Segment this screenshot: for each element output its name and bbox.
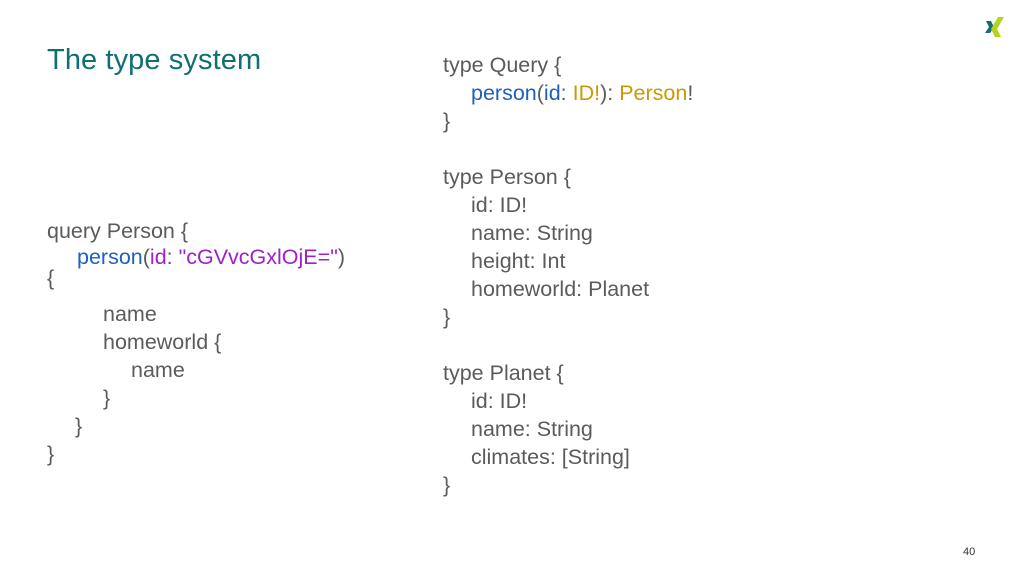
query-line: } [75, 414, 83, 438]
field-token: person [471, 81, 537, 105]
query-line: homeworld { [103, 330, 222, 354]
schema-line: } [443, 109, 451, 133]
query-line: { [47, 266, 55, 290]
field-token: person [77, 245, 143, 269]
punct-token: ) [337, 245, 346, 269]
xing-logo-icon [985, 17, 1004, 37]
punct-token: : [560, 81, 573, 105]
blank-line [443, 331, 693, 359]
query-person-line: person(id: "cGVvcGxlOjE=") [47, 243, 345, 271]
schema-line: } [443, 473, 451, 497]
schema-query-field-line: person(id: ID!): Person! [443, 79, 693, 107]
query-code-block: query Person { person(id: "cGVvcGxlOjE="… [47, 217, 345, 469]
schema-line: } [443, 305, 451, 329]
string-token: "cGVvcGxlOjE=" [178, 245, 338, 269]
slide-title: The type system [47, 44, 262, 76]
punct-token: ( [536, 81, 544, 105]
schema-field-line: id: ID! [471, 193, 528, 217]
query-line: name [131, 358, 185, 382]
query-line: } [103, 386, 111, 410]
query-line: } [47, 442, 55, 466]
type-token: ID! [572, 81, 601, 105]
schema-field-line: id: ID! [471, 389, 528, 413]
schema-field-line: name: String [471, 417, 593, 441]
schema-line: type Person { [443, 165, 571, 189]
schema-field-line: height: Int [471, 249, 566, 273]
arg-token: id [149, 245, 167, 269]
schema-line: type Query { [443, 53, 562, 77]
blank-line [443, 135, 693, 163]
schema-field-line: homeworld: Planet [471, 277, 650, 301]
punct-token: ! [687, 81, 694, 105]
schema-line: type Planet { [443, 361, 564, 385]
schema-code-block: type Query { person(id: ID!): Person! } … [443, 51, 693, 499]
type-token: Person [619, 81, 688, 105]
schema-field-line: name: String [471, 221, 593, 245]
punct-token: ( [142, 245, 150, 269]
punct-token: ): [600, 81, 620, 105]
schema-field-line: climates: [String] [471, 445, 630, 469]
punct-token: : [166, 245, 179, 269]
query-line: name [103, 302, 157, 326]
page-number: 40 [963, 546, 976, 558]
query-line: query Person { [47, 219, 189, 243]
arg-token: id [543, 81, 561, 105]
